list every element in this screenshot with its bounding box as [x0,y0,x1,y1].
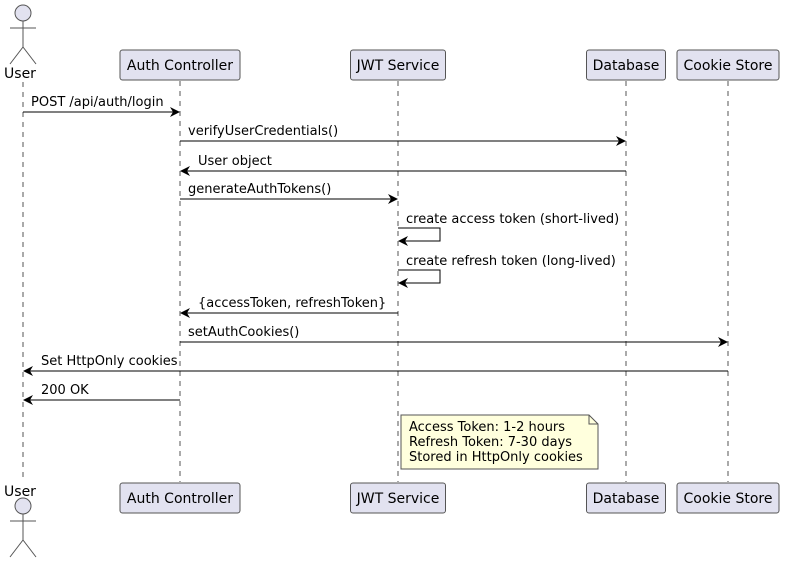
message-1: POST /api/auth/login [23,95,180,117]
messages: POST /api/auth/login verifyUserCredential… [23,95,728,405]
message-label: Set HttpOnly cookies [41,354,178,369]
message-label: verifyUserCredentials() [188,124,338,139]
message-3: User object [180,154,626,176]
participant-auth-bottom: Auth Controller [119,482,241,514]
participant-box [676,482,780,514]
message-8: setAuthCookies() [180,325,728,347]
message-label: create refresh token (long-lived) [406,254,616,269]
message-7: {accessToken, refreshToken} [180,296,398,318]
message-5: create access token (short-lived) [398,212,619,246]
actor-user-top: User [4,4,37,82]
actor-left-leg [9,46,24,65]
actor-label: User [4,484,36,500]
note-line: Refresh Token: 7-30 days [409,435,572,450]
message-2: verifyUserCredentials() [180,124,626,146]
participant-box [676,49,780,81]
participant-label: Cookie Store [684,491,773,507]
actor-right-leg [22,539,37,558]
participant-db-top: Database [586,49,666,81]
self-message-arrow [398,269,441,288]
actor-left-leg [9,539,24,558]
note-box [400,414,599,470]
participant-label: Cookie Store [684,58,773,74]
participant-auth-top: Auth Controller [119,49,241,81]
participant-cookie-top: Cookie Store [676,49,780,81]
participant-label: Database [593,58,660,74]
actor-right-leg [22,46,37,65]
participant-cookie-bottom: Cookie Store [676,482,780,514]
message-label: 200 OK [41,383,89,398]
message-label: create access token (short-lived) [406,212,619,227]
actor-head-icon [14,4,32,22]
message-label: setAuthCookies() [188,325,299,340]
message-label: User object [198,154,272,169]
participant-label: JWT Service [356,58,440,74]
participant-label: Auth Controller [127,58,233,74]
participant-box [350,49,446,81]
participant-box [119,482,241,514]
message-label: generateAuthTokens() [188,182,331,197]
participant-db-bottom: Database [586,482,666,514]
actor-head-icon [14,497,32,515]
participant-box [350,482,446,514]
participant-label: Auth Controller [127,491,233,507]
participant-label: JWT Service [356,491,440,507]
message-label: POST /api/auth/login [31,95,164,110]
self-message-arrow [398,227,441,246]
note-line: Stored in HttpOnly cookies [409,450,583,465]
participant-box [586,482,666,514]
actor-user-bottom: User [4,484,37,558]
actor-label: User [4,66,36,82]
participant-label: Database [593,491,660,507]
message-6: create refresh token (long-lived) [398,254,616,288]
participant-box [586,49,666,81]
message-4: generateAuthTokens() [180,182,398,204]
note-fold [588,415,598,425]
message-10: 200 OK [23,383,180,405]
note-line: Access Token: 1-2 hours [409,420,565,435]
participant-jwt-bottom: JWT Service [350,482,446,514]
participant-box [119,49,241,81]
message-9: Set HttpOnly cookies [23,354,728,376]
message-label: {accessToken, refreshToken} [198,296,386,311]
participant-jwt-top: JWT Service [350,49,446,81]
